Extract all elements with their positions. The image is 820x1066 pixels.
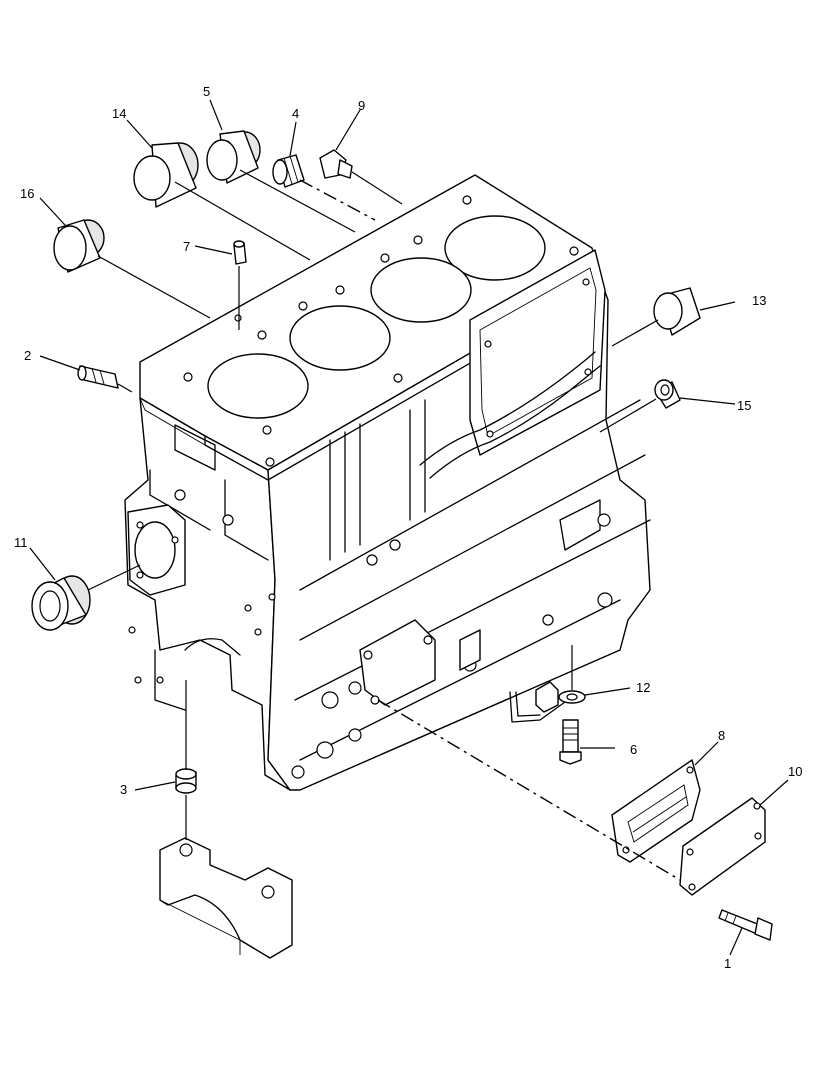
part-3-bushing — [175, 768, 197, 794]
callout-5: 5 — [203, 84, 210, 99]
part-2-sleeve — [77, 365, 119, 389]
part-13-plug — [653, 287, 701, 336]
side-cover-boss — [359, 619, 436, 706]
part-4-threaded-plug — [272, 154, 305, 188]
part-14-plug — [133, 142, 199, 208]
callout-16: 16 — [20, 186, 34, 201]
part-16-plug — [53, 219, 105, 273]
cylinder-block — [124, 174, 651, 791]
main-bearing-cap — [159, 837, 293, 959]
water-jacket-cover — [469, 249, 606, 456]
part-9-plug — [319, 149, 353, 179]
part-10-cover-plate — [679, 797, 766, 896]
callout-9: 9 — [358, 98, 365, 113]
part-11-seal — [31, 575, 91, 631]
bore-2 — [289, 305, 391, 371]
callout-13: 13 — [752, 293, 766, 308]
part-15-plug — [654, 379, 681, 409]
callout-7: 7 — [183, 239, 190, 254]
callout-15: 15 — [737, 398, 751, 413]
callout-4: 4 — [292, 106, 299, 121]
part-8-gasket — [611, 759, 701, 863]
callout-10: 10 — [788, 764, 802, 779]
callout-labels: 14 5 4 9 16 7 2 13 15 11 3 12 6 8 10 1 — [14, 84, 802, 971]
part-1-bolt — [718, 909, 773, 941]
part-12-oil-pipe — [509, 681, 586, 723]
leader-lines — [29, 99, 789, 956]
callout-2: 2 — [24, 348, 31, 363]
assembly-lines — [87, 169, 681, 881]
callout-1: 1 — [724, 956, 731, 971]
callout-3: 3 — [120, 782, 127, 797]
bore-3 — [370, 257, 472, 323]
callout-6: 6 — [630, 742, 637, 757]
bore-4 — [444, 215, 546, 281]
part-6-bolt — [559, 719, 582, 765]
callout-8: 8 — [718, 728, 725, 743]
part-5-plug — [206, 130, 261, 184]
callout-11: 11 — [14, 535, 28, 550]
callout-14: 14 — [112, 106, 126, 121]
callout-12: 12 — [636, 680, 650, 695]
bore-1 — [207, 353, 309, 419]
part-7-dowel — [233, 240, 247, 265]
